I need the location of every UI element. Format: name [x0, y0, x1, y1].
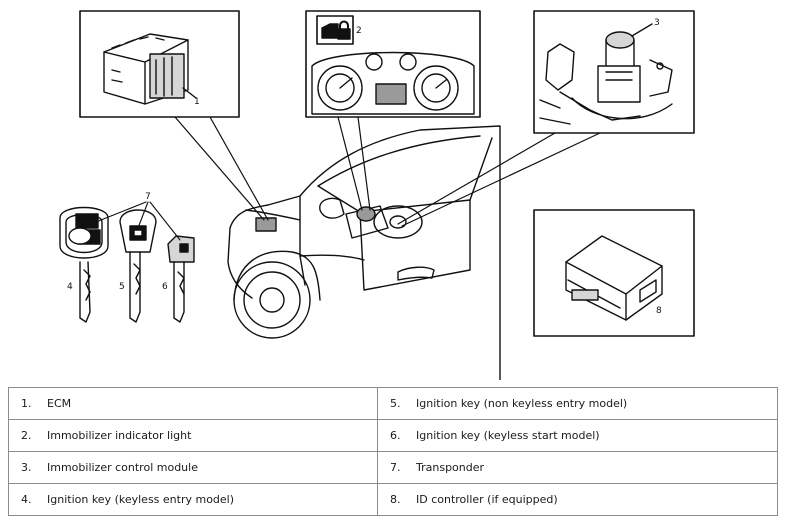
legend-num: 2.: [21, 429, 32, 442]
id-controller-illustration: [565, 235, 663, 321]
legend-text: Ignition key (keyless entry model): [47, 493, 235, 506]
callout-4: 4: [67, 282, 73, 292]
legend-row: 4. Ignition key (keyless entry model) 8. I…: [8, 483, 778, 516]
cluster-location-marker: [356, 206, 376, 222]
legend-num: 6.: [390, 429, 401, 442]
cluster-illustration: [311, 51, 475, 115]
ecm-location-marker: [255, 217, 277, 232]
immobilizer-indicator-icon: [316, 15, 354, 45]
legend-num: 3.: [21, 461, 32, 474]
control-module-illustration: [539, 23, 673, 125]
key-6-illustration: [167, 235, 195, 323]
callout-8: 8: [656, 306, 662, 316]
legend-text: Immobilizer indicator light: [47, 429, 192, 442]
callout-5: 5: [119, 282, 125, 292]
callout-1: 1: [194, 97, 200, 107]
legend-text: ID controller (if equipped): [416, 493, 558, 506]
legend-row: 1. ECM 5. Ignition key (non keyless entry …: [8, 387, 778, 420]
callout-7: 7: [145, 192, 151, 202]
callout-2: 2: [356, 26, 362, 36]
key-5-illustration: [119, 209, 157, 323]
car-illustration: [227, 125, 501, 380]
legend-num: 7.: [390, 461, 401, 474]
legend-item-3: 3. Immobilizer control module: [8, 451, 378, 484]
legend-num: 4.: [21, 493, 32, 506]
legend-item-8: 8. ID controller (if equipped): [377, 483, 778, 516]
legend-item-7: 7. Transponder: [377, 451, 778, 484]
control-module-panel: [533, 10, 695, 134]
legend-text: Ignition key (keyless start model): [416, 429, 600, 442]
legend-num: 1.: [21, 397, 32, 410]
immobilizer-diagram: 1 2 3: [59, 10, 695, 380]
id-controller-panel: [533, 209, 695, 337]
legend-text: Ignition key (non keyless entry model): [416, 397, 628, 410]
legend-num: 8.: [390, 493, 401, 506]
legend-text: ECM: [47, 397, 72, 410]
legend-item-4: 4. Ignition key (keyless entry model): [8, 483, 378, 516]
key-4-illustration: [59, 206, 109, 323]
callout-3: 3: [654, 18, 660, 28]
legend-text: Transponder: [416, 461, 485, 474]
legend-row: 2. Immobilizer indicator light 6. Ignition…: [8, 419, 778, 452]
callout-6: 6: [162, 282, 168, 292]
legend-item-5: 5. Ignition key (non keyless entry model): [377, 387, 778, 420]
legend-row: 3. Immobilizer control module 7. Transpond…: [8, 451, 778, 484]
legend-item-6: 6. Ignition key (keyless start model): [377, 419, 778, 452]
cluster-panel: [305, 10, 481, 118]
legend-num: 5.: [390, 397, 401, 410]
legend-table: 1. ECM 5. Ignition key (non keyless entry …: [8, 387, 778, 516]
ecm-panel: [79, 10, 240, 118]
ecm-illustration: [103, 33, 197, 105]
legend-item-2: 2. Immobilizer indicator light: [8, 419, 378, 452]
transponder-leaders: [95, 201, 181, 241]
legend-text: Immobilizer control module: [47, 461, 198, 474]
leader-lines: [174, 116, 601, 227]
legend-item-1: 1. ECM: [8, 387, 378, 420]
